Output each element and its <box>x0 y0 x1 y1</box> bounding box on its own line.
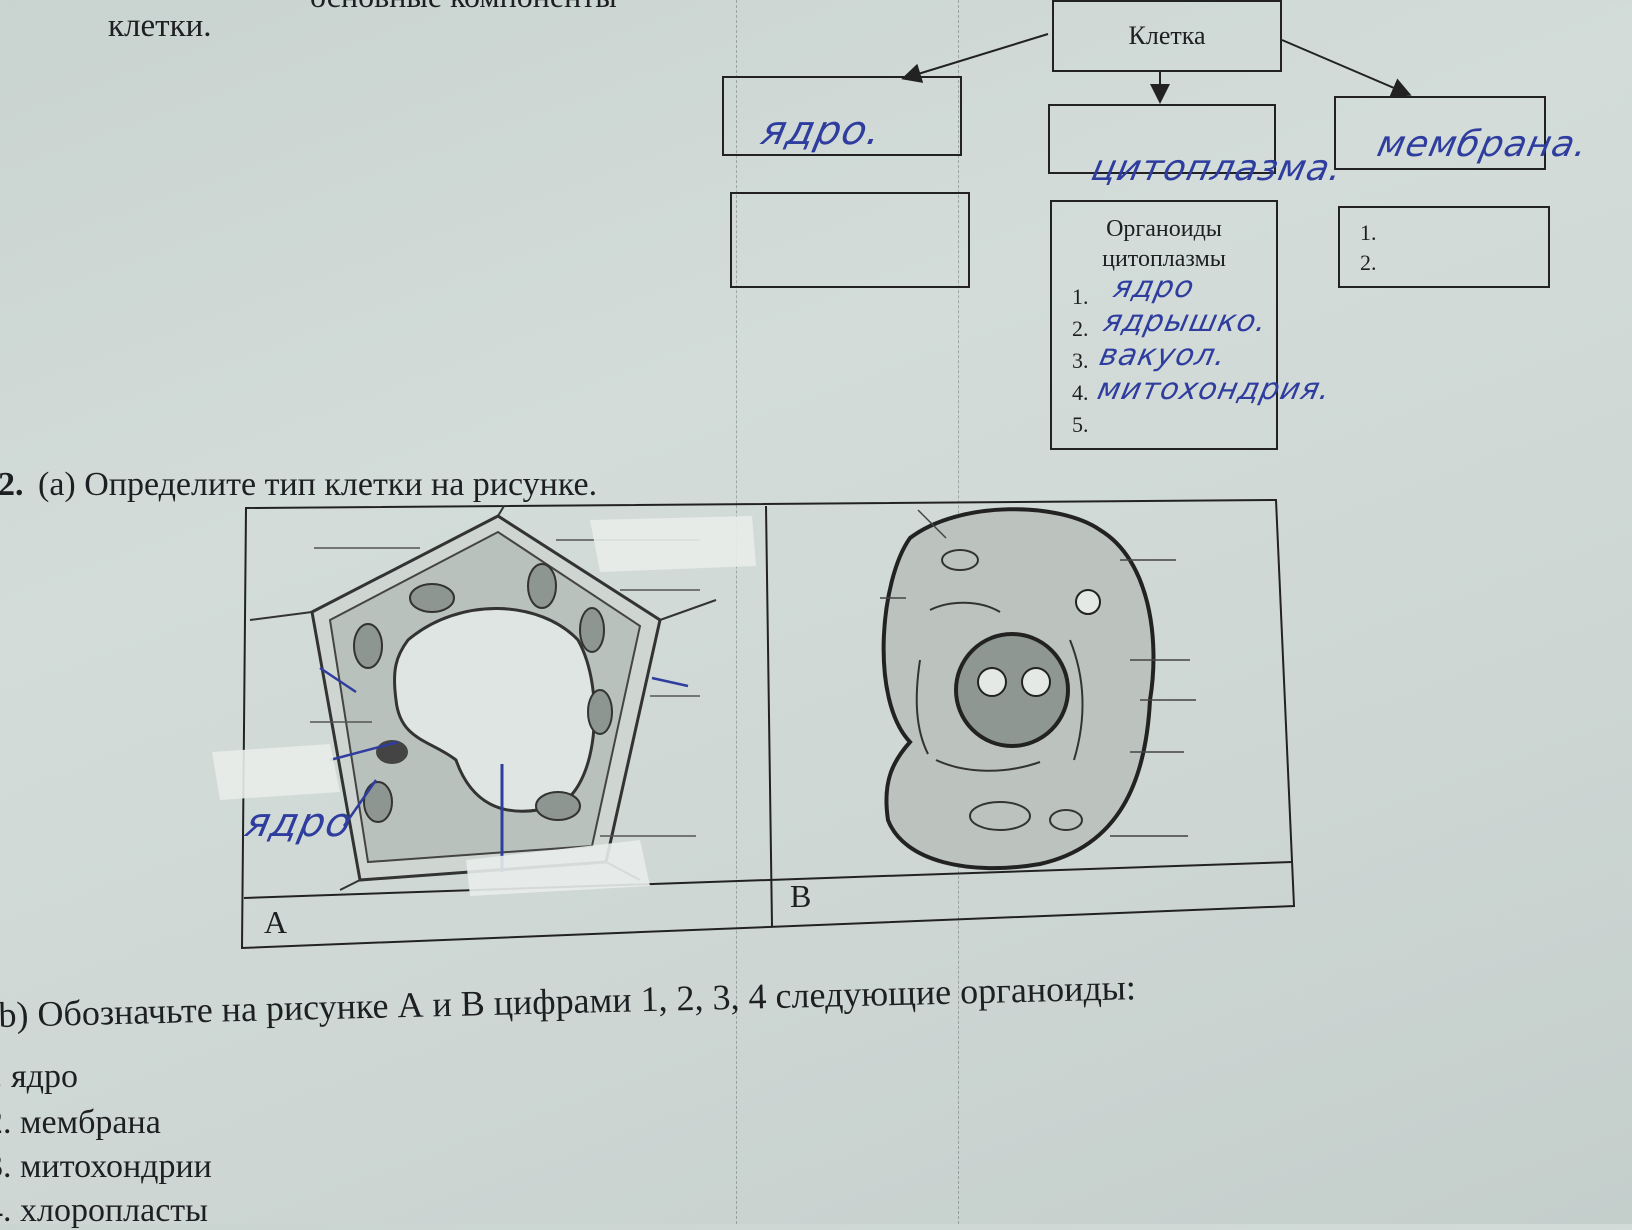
organoids-number-3: 3. <box>1072 348 1089 373</box>
question-2b-item-3: 3. митохондрии <box>0 1148 212 1185</box>
right-list-number-2: 2. <box>1360 250 1377 275</box>
top-line: клетки. <box>108 8 212 44</box>
root-box: Клетка <box>1052 0 1282 72</box>
figure-divider <box>765 505 773 927</box>
right-answer-box <box>1334 96 1546 170</box>
left-empty-box <box>730 192 970 288</box>
organoids-number-2: 2. <box>1072 316 1089 341</box>
right-list-number-1: 1. <box>1360 220 1377 245</box>
right-list-box: 1. 2. <box>1338 206 1550 288</box>
organoids-title-1: Органоиды <box>1106 216 1222 242</box>
left-answer-box <box>722 76 962 156</box>
middle-answer-box <box>1048 104 1276 174</box>
organoids-title-2: цитоплазмы <box>1102 246 1226 272</box>
figure-a-handwriting: ядро <box>241 800 357 846</box>
question-2b-item-2: 2. мембрана <box>0 1104 161 1141</box>
paper-fold-line-left <box>736 0 737 1224</box>
root-label: Клетка <box>1128 21 1206 50</box>
organoids-number-5: 5. <box>1072 412 1089 437</box>
plant-cell-drawing <box>212 505 756 896</box>
question-2-number: 2. <box>0 466 24 503</box>
animal-cell-drawing <box>880 507 1196 871</box>
top-partial-line: основные компоненты <box>310 0 617 15</box>
organoids-number-4: 4. <box>1072 380 1089 405</box>
question-2b-item-1: . ядро <box>0 1058 78 1095</box>
organoids-number-1: 1. <box>1072 284 1089 309</box>
organoids-box: Органоиды цитоплазмы 1. 2. 3. 4. 5. <box>1050 200 1278 450</box>
figure-label-b: В <box>790 878 812 914</box>
figure-label-a: А <box>264 904 288 940</box>
label-strip-line <box>243 861 1293 899</box>
figure-frame <box>240 498 1296 950</box>
question-2-title: (а) Определите тип клетки на рисунке. <box>38 466 598 503</box>
question-2b-item-4: 4. хлоропласты <box>0 1192 209 1229</box>
